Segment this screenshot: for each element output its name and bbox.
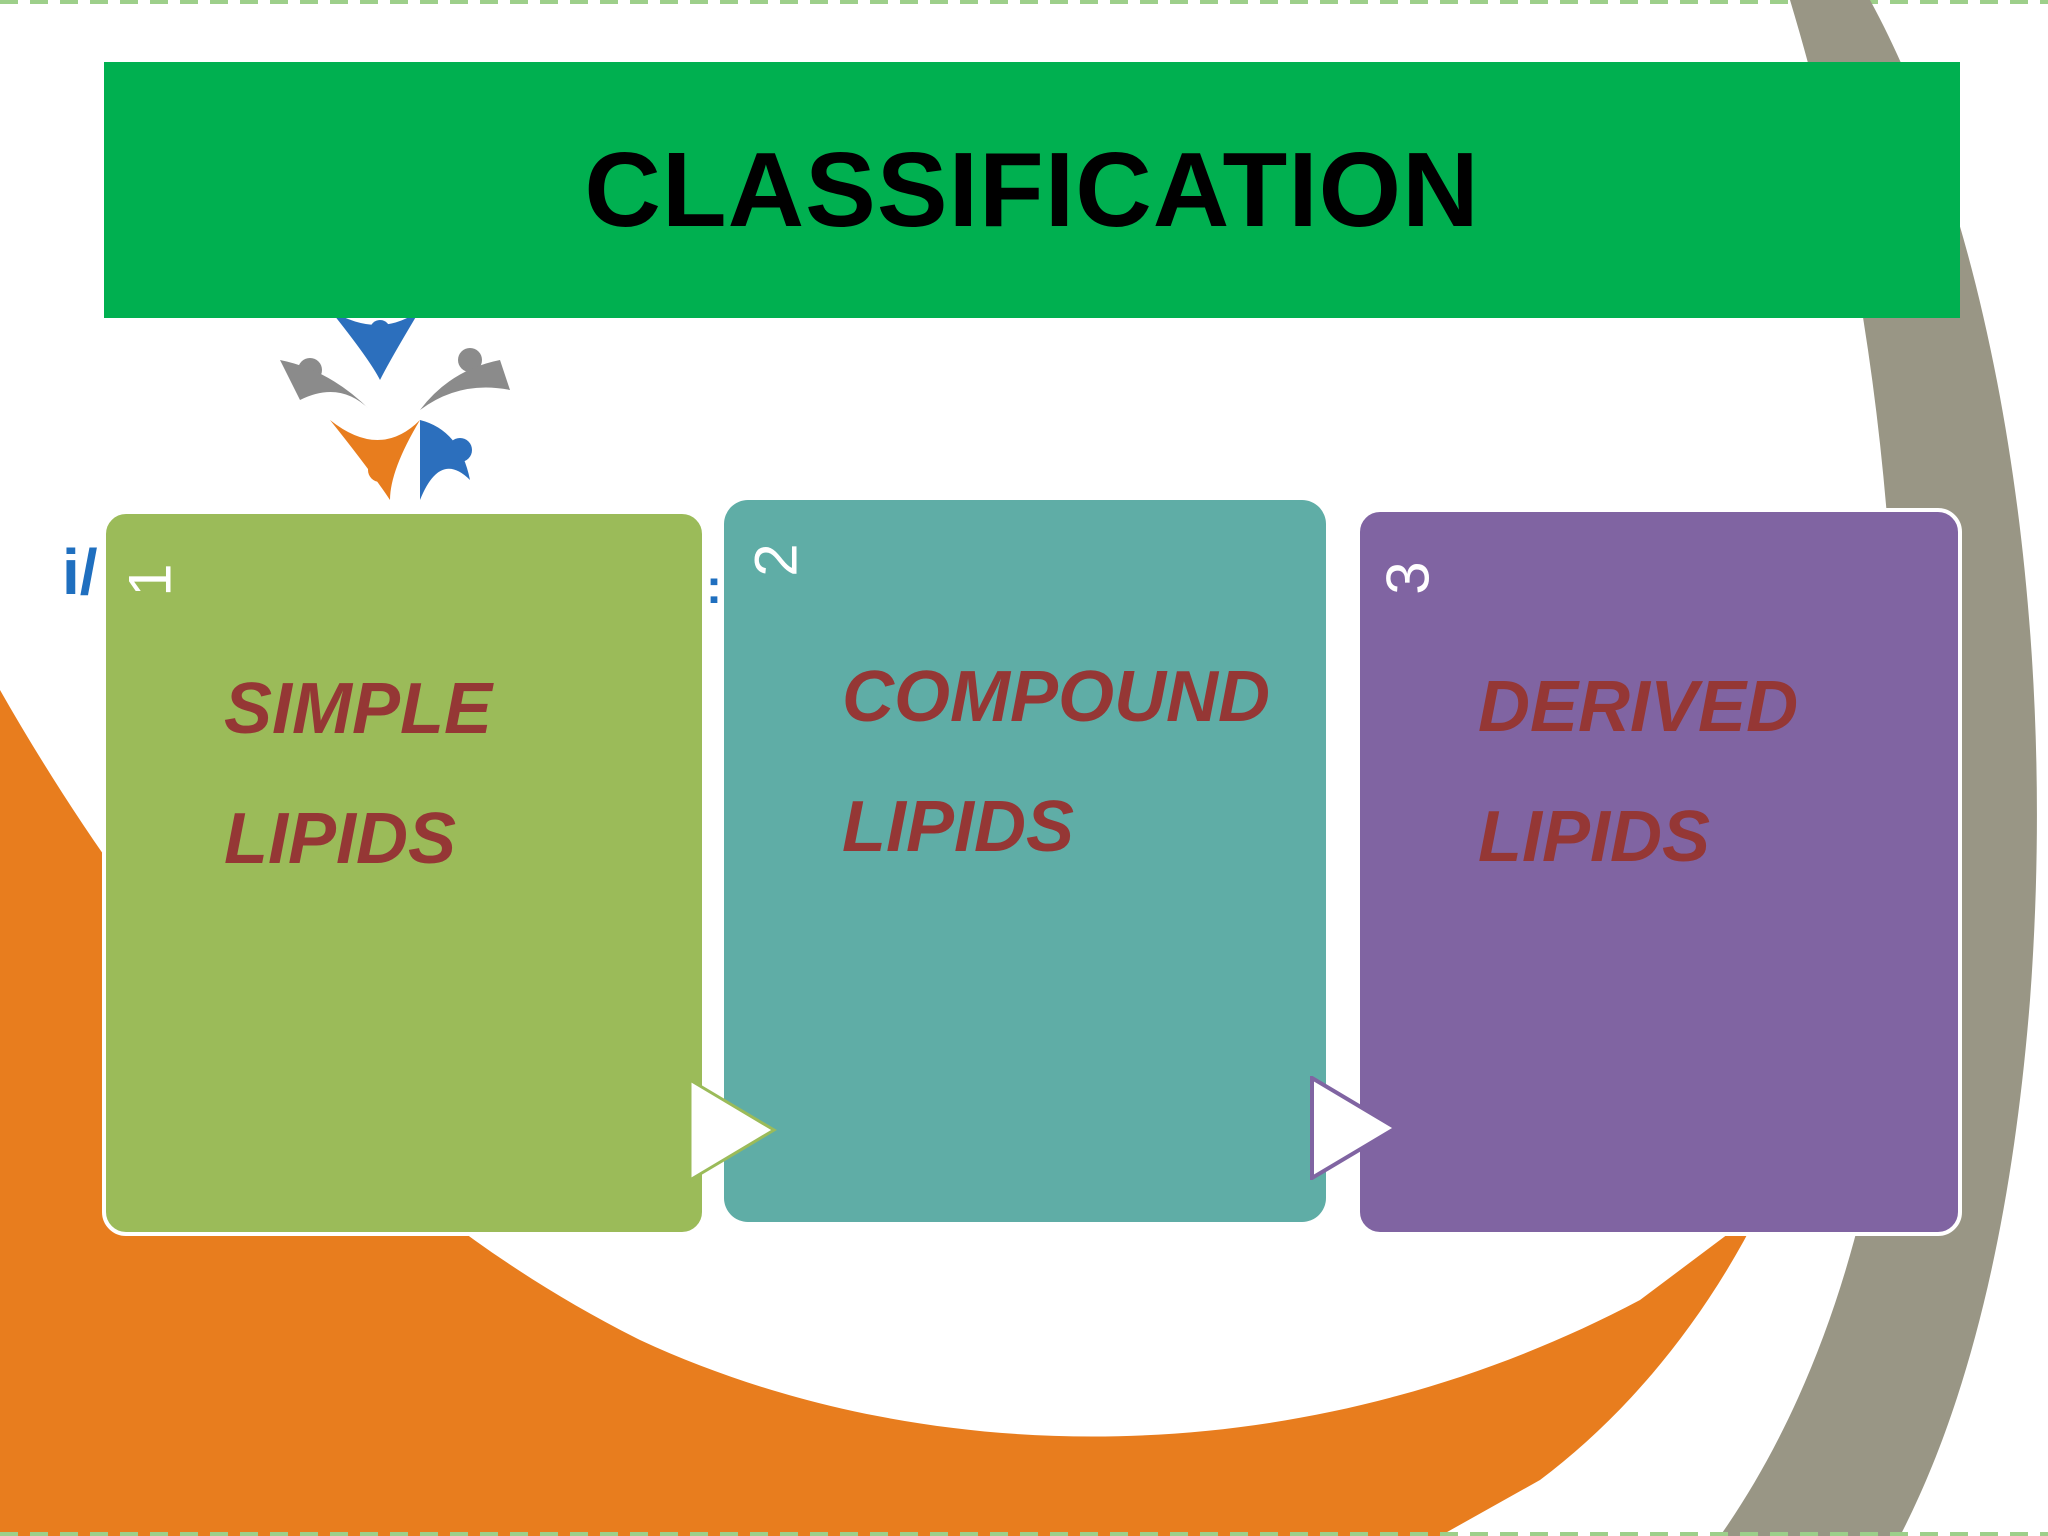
- card-number: 3: [1374, 561, 1442, 595]
- card-label-line1: SIMPLE: [224, 669, 493, 749]
- bottom-dashed-border: [0, 1532, 2048, 1536]
- card-number: 2: [742, 543, 810, 577]
- orange-swoosh: [0, 690, 1760, 1536]
- arrow-right-icon: [688, 1078, 777, 1182]
- card-number: 1: [116, 563, 184, 597]
- top-dashed-border: [0, 0, 2048, 4]
- card-label: SIMPLE LIPIDS: [224, 644, 492, 904]
- card-compound-lipids: 2 COMPOUND LIPIDS: [724, 500, 1326, 1222]
- card-label-line2: LIPIDS: [842, 787, 1075, 867]
- card-label-line1: COMPOUND: [842, 657, 1270, 737]
- logo-partial-text: i/: [62, 536, 98, 608]
- card-label: DERIVED LIPIDS: [1478, 642, 1798, 902]
- slide-title: CLASSIFICATION: [584, 130, 1480, 249]
- card-label: COMPOUND LIPIDS: [842, 632, 1270, 892]
- card-label-line1: DERIVED: [1478, 667, 1799, 747]
- card-simple-lipids: 1 SIMPLE LIPIDS: [102, 510, 706, 1236]
- people-logo-icon: [280, 310, 510, 500]
- card-label-line2: LIPIDS: [1478, 797, 1711, 877]
- card-derived-lipids: 3 DERIVED LIPIDS: [1356, 508, 1962, 1236]
- orange-bottom-left: [0, 1440, 120, 1536]
- title-bar: CLASSIFICATION: [104, 62, 1960, 318]
- logo-partial-text-right: :: [706, 561, 722, 614]
- arrow-right-icon: [1310, 1076, 1400, 1180]
- card-label-line2: LIPIDS: [224, 799, 457, 879]
